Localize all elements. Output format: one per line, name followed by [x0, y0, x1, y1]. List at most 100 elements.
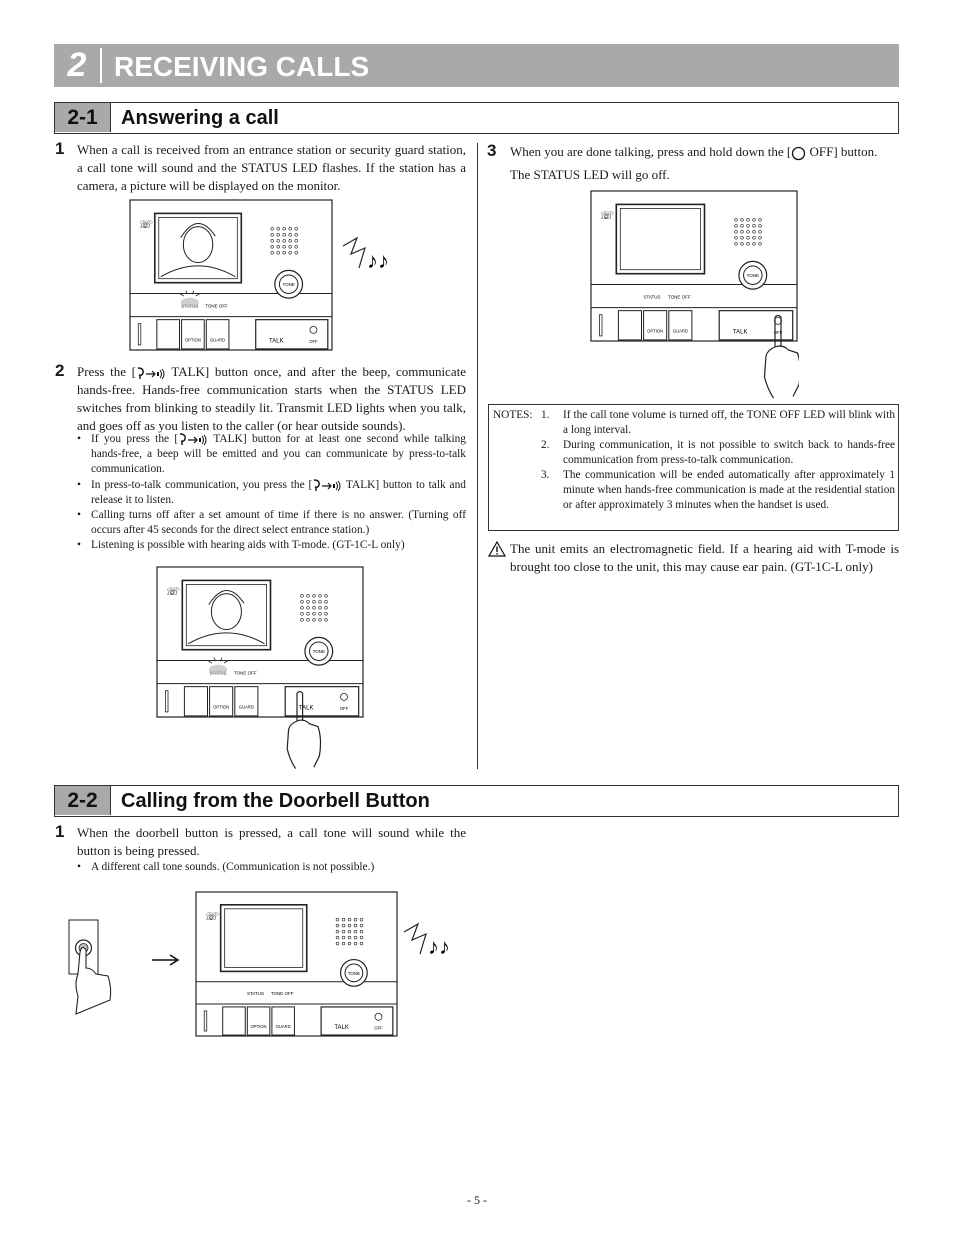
caller-face: [182, 226, 214, 264]
speaker-hole: [300, 618, 304, 622]
talk-button-label: TALK: [733, 329, 748, 335]
chapter-number: 2: [67, 46, 87, 84]
talk-button-label: TALK: [299, 705, 314, 711]
speaker-hole: [318, 606, 322, 610]
speaker-hole: [740, 242, 744, 246]
speaker-hole: [282, 251, 286, 255]
panel-button: [222, 1006, 246, 1036]
speaker-hole: [276, 251, 280, 255]
step-text: Press the [ TALK] button once, and after…: [77, 363, 466, 435]
speaker-hole: [276, 227, 280, 231]
speaker-hole: [318, 594, 322, 598]
talk-off-group: [718, 310, 794, 341]
list-item: •Listening is possible with hearing aids…: [77, 539, 405, 551]
speaker-hole: [341, 935, 346, 940]
section-number: 2-2: [55, 786, 111, 815]
speaker-hole: [335, 935, 340, 940]
volume-dial-inner: [309, 641, 329, 661]
chapter-title: RECEIVING CALLS: [114, 51, 370, 82]
speaker-hole: [306, 600, 310, 604]
led-flash-ray: [195, 293, 201, 297]
speaker-hole: [740, 230, 744, 234]
speaker-hole: [282, 245, 286, 249]
section-number: 2-1: [55, 103, 111, 132]
list-item-text: TALK] button for at least one second whi…: [91, 433, 466, 476]
speaker-hole: [752, 224, 756, 228]
speaker-hole: [282, 239, 286, 243]
panel-button-label: OPTION: [251, 1024, 267, 1029]
list-item-text: A different call tone sounds. (Communica…: [91, 861, 375, 873]
pressing-finger: [296, 691, 304, 721]
talk-button-label: TALK: [269, 338, 284, 344]
warning-text: The unit emits an electromagnetic field.…: [510, 541, 899, 574]
caller-hair: [180, 222, 216, 238]
speaker-hole: [312, 600, 316, 604]
off-button-circle: [340, 693, 348, 701]
list-item-text: If you press the [: [91, 433, 179, 445]
speaker-hole: [324, 618, 328, 622]
speaker-hole: [734, 230, 738, 234]
speaker-hole: [312, 606, 316, 610]
step-text-part: Press the [: [77, 364, 136, 379]
step-number: 1: [55, 139, 65, 158]
caller-hair: [208, 589, 245, 605]
note-text: During communication, it is not possible…: [563, 439, 895, 466]
speaker-hole: [324, 594, 328, 598]
panel-button: [183, 686, 208, 717]
led-flash-ray: [223, 660, 229, 664]
hook-slot: [165, 690, 169, 713]
section-title: Answering a call: [121, 107, 279, 129]
speaker-hole: [294, 245, 298, 249]
speaker-hole: [353, 941, 358, 946]
panel-button-label: GUARD: [276, 1024, 291, 1029]
speaker-hole: [312, 618, 316, 622]
speaker-hole: [288, 239, 292, 243]
speaker-hole: [288, 233, 292, 237]
speaker-hole: [746, 218, 750, 222]
step-text: When a call is received from an entrance…: [77, 142, 466, 193]
speaker-hole: [347, 923, 352, 928]
led-flash-ray: [213, 657, 216, 662]
step-text: When the doorbell button is pressed, a c…: [77, 825, 466, 858]
talk-off-group: [320, 1006, 394, 1036]
speaker-hole: [282, 233, 286, 237]
notes-label: NOTES:: [493, 409, 533, 421]
step-number: 3: [487, 141, 497, 160]
speaker-hole: [353, 929, 358, 934]
speaker-hole: [312, 594, 316, 598]
list-item: •In press-to-talk communication, you pre…: [77, 479, 466, 507]
speaker-hole: [318, 600, 322, 604]
speaker-hole: [353, 923, 358, 928]
panel-button: [617, 310, 642, 341]
speaker-hole: [270, 239, 274, 243]
caller-shoulders: [188, 632, 265, 645]
speaker-hole: [740, 224, 744, 228]
handset-icon: ☏: [204, 911, 219, 923]
speaker-hole: [359, 935, 364, 940]
speaker-hole: [335, 917, 340, 922]
speaker-hole: [359, 941, 364, 946]
caller-face: [210, 593, 242, 631]
tone-off-led-label: TONE OFF: [271, 991, 294, 996]
pressing-finger: [774, 314, 782, 347]
list-item: •A different call tone sounds. (Communic…: [77, 861, 375, 873]
panel-button: [271, 1006, 295, 1036]
panel-button-label: GUARD: [239, 705, 254, 710]
speaker-hole: [353, 935, 358, 940]
volume-dial-inner: [344, 963, 364, 983]
panel-button: [181, 319, 205, 350]
dial-label: TONE: [348, 971, 360, 976]
speaker-hole: [335, 941, 340, 946]
speaker-hole: [282, 227, 286, 231]
speaker-hole: [341, 917, 346, 922]
dial-label: TONE: [313, 649, 325, 654]
panel-button: [205, 319, 230, 350]
step-text-part: OFF] button.: [806, 144, 878, 159]
panel-button-label: GUARD: [210, 338, 225, 343]
speaker-hole: [359, 929, 364, 934]
speaker-hole: [347, 935, 352, 940]
